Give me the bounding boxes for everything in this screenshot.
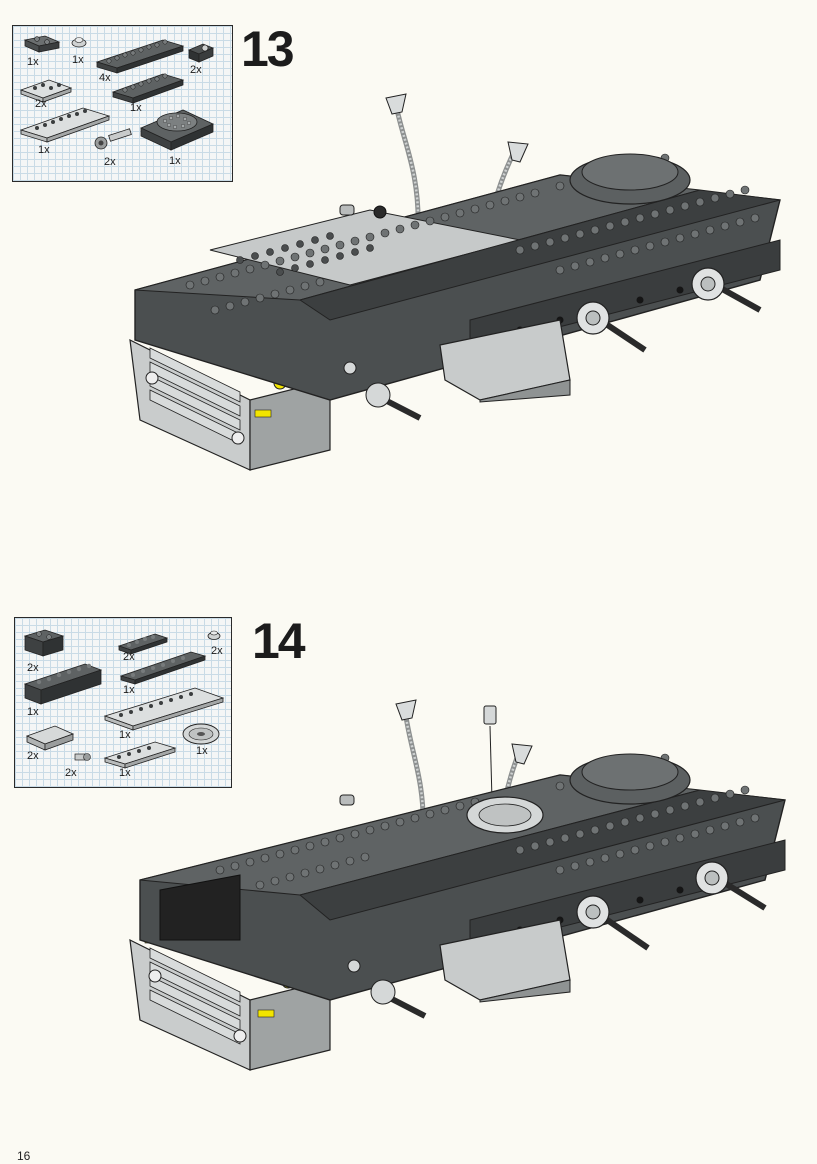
part-qty: 2x: [104, 156, 116, 168]
part-qty: 2x: [27, 750, 39, 762]
parts-illustrations: [19, 35, 215, 151]
plate-1x6-dark-icon: [119, 651, 207, 685]
part-qty: 1x: [119, 767, 131, 779]
brick-1x6-dark-icon: [23, 663, 103, 705]
parts-list-step-14: 2x 2x 2x 1x 1x 1x 2x 1x 2x 1x: [14, 617, 232, 788]
plate-2x4-light-icon: [19, 79, 73, 103]
brick-plate-2x2-dark-icon: [23, 35, 61, 53]
part-qty: 1x: [169, 155, 181, 167]
part-qty: 2x: [27, 662, 39, 674]
part-qty: 2x: [190, 64, 202, 76]
part-qty: 1x: [72, 54, 84, 66]
part-qty: 1x: [123, 684, 135, 696]
step-number: 13: [241, 21, 295, 77]
part-qty: 1x: [119, 729, 131, 741]
part-qty: 2x: [211, 645, 223, 657]
part-qty: 1x: [27, 56, 39, 68]
parts-list-step-13: 1x 1x 4x 2x 2x 1x 1x 2x 1x: [12, 25, 233, 182]
technic-axle-pin-light-icon: [94, 128, 132, 150]
page-number: 16: [17, 1149, 31, 1163]
part-qty: 4x: [99, 72, 111, 84]
model-illustration-step-13: [129, 93, 781, 471]
plate-1x4-light-icon: [103, 741, 177, 769]
part-qty: 1x: [196, 745, 208, 757]
part-qty: 1x: [130, 102, 142, 114]
parts-illustrations: [23, 629, 225, 769]
plate-1x4-dark-icon: [117, 633, 169, 655]
plate-2x8-light-icon: [103, 687, 225, 731]
technic-pin-light-icon: [74, 753, 91, 761]
plate-2x6-dark-icon: [111, 73, 185, 104]
slope-brick-light-icon: [25, 725, 75, 751]
part-qty: 2x: [123, 651, 135, 663]
round-plate-light-icon: [207, 630, 221, 640]
brick-2x2-dark-icon: [23, 629, 65, 657]
part-qty: 1x: [27, 706, 39, 718]
gear-wheel-light-icon: [182, 723, 220, 745]
part-qty: 1x: [38, 144, 50, 156]
turntable-dark-icon: [140, 109, 214, 151]
slope-brick-dark-icon: [187, 43, 215, 63]
part-qty: 2x: [35, 98, 47, 110]
plate-2x8-dark-icon: [95, 39, 185, 74]
part-qty: 2x: [65, 767, 77, 779]
round-plate-light-icon: [71, 37, 87, 48]
step-number: 14: [252, 613, 306, 669]
plate-2x8-light-icon: [19, 107, 111, 143]
model-illustration-step-14: [129, 699, 786, 1071]
